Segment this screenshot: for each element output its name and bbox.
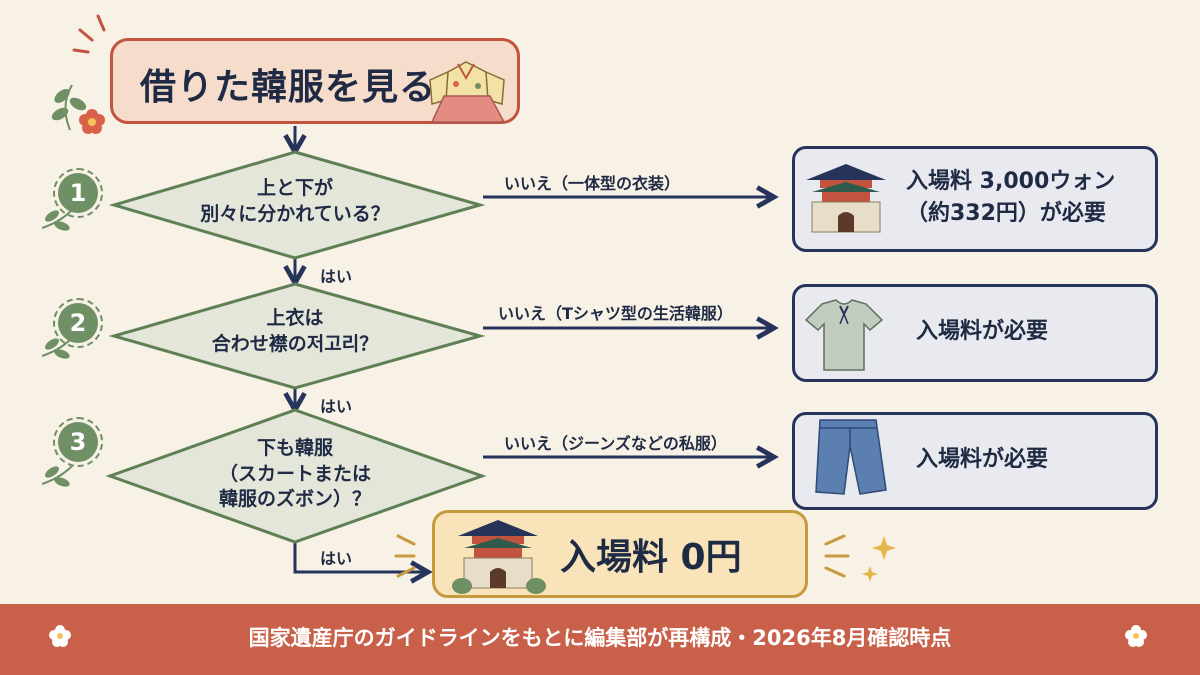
decision-diamond-3 [105, 408, 487, 544]
yes-label-2: はい [320, 397, 353, 416]
fee-result-3-text: 入場料が必要 [916, 447, 1049, 472]
question-1-line-2: 別々に分かれている？ [200, 202, 390, 225]
step-number-2: 2 [53, 298, 103, 348]
question-3-line-1: 下も韓服 [256, 437, 333, 459]
question-2-line-2: 合わせ襟の저고리？ [211, 332, 379, 355]
flower-sprig-icon [51, 84, 105, 134]
fee-result-1-text: 入場料 3,000ウォン （約332円）が必要 [906, 166, 1115, 230]
question-1-line-1: 上と下が [256, 177, 333, 199]
leaf-sprig-icon [41, 465, 73, 487]
step-number-3: 3 [53, 417, 103, 467]
no-label-1: いいえ（一体型の衣装） [504, 174, 681, 193]
fee-result-1-line-1: 入場料 3,000ウォン [906, 169, 1116, 194]
leaf-sprig-icon [41, 337, 73, 359]
question-3-line-3: 韓服のズボン）？ [218, 488, 371, 511]
fee-result-1-line-2: （約332円）が必要 [906, 200, 1106, 226]
question-1-text: 上と下が 別々に分かれている？ [150, 176, 440, 227]
step-number-1: 1 [53, 168, 103, 218]
leaf-sprig-icon [41, 209, 73, 231]
question-2-line-1: 上衣は [266, 307, 324, 329]
no-label-2: いいえ（Tシャツ型の生活韓服） [498, 304, 733, 323]
page-title: 借りた韓服を見る [140, 67, 437, 108]
free-result-text: 入場料 0円 [560, 537, 742, 578]
sparkle-lines-icon [394, 534, 850, 578]
footer-text: 国家遺産庁のガイドラインをもとに編集部が再構成・2026年8月確認時点 [248, 626, 952, 650]
arrow-q3-to-free [293, 540, 428, 572]
star-sparkle-icon [862, 536, 896, 582]
question-2-text: 上衣は 合わせ襟の저고리？ [150, 306, 440, 357]
question-3-line-2: （スカートまたは [218, 462, 371, 485]
decision-diamond-2 [108, 282, 486, 390]
decision-diamond-1 [108, 150, 486, 260]
no-label-3: いいえ（ジーンズなどの私服） [504, 434, 727, 453]
yes-label-3: はい [320, 549, 353, 568]
yes-label-1: はい [320, 267, 353, 286]
question-3-text: 下も韓服 （スカートまたは 韓服のズボン）？ [150, 436, 440, 513]
fee-result-2-text: 入場料が必要 [916, 319, 1049, 344]
sparkle-dashes-icon [72, 14, 106, 54]
footer-bar [0, 604, 1200, 675]
